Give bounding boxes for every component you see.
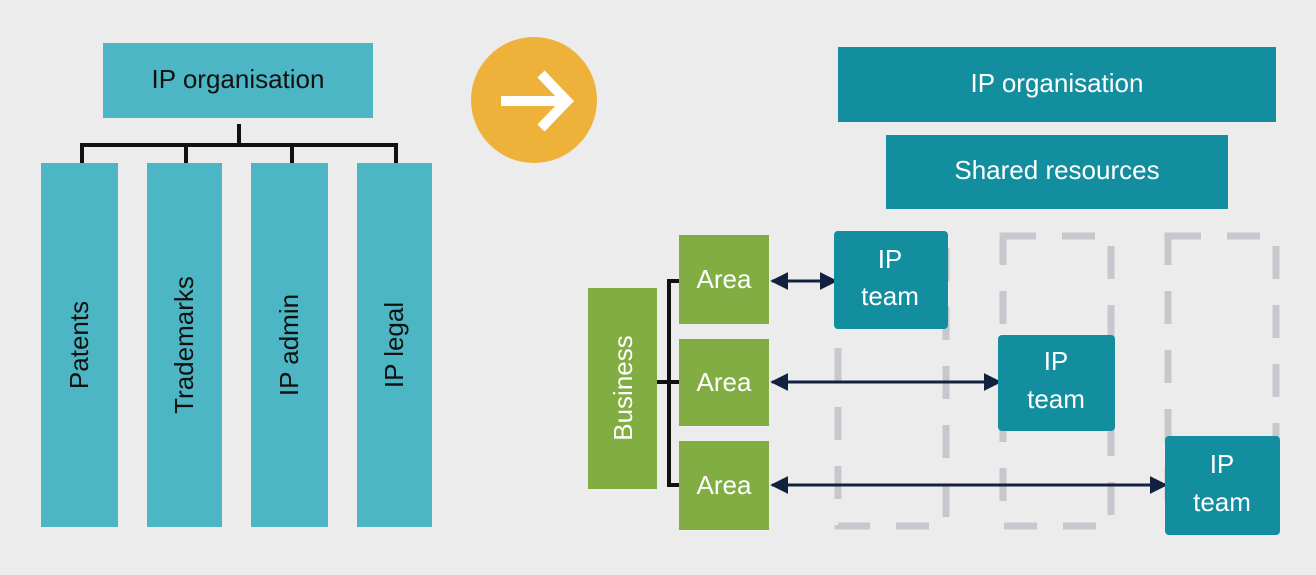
- ip-team-box-2: [998, 335, 1115, 431]
- ip-team-box-3: [1165, 436, 1280, 535]
- ip-team-1-line1: IP: [878, 244, 903, 274]
- arrow-right-icon: [471, 37, 597, 163]
- area-box-2: [679, 339, 769, 426]
- ip-team-1-line2: team: [861, 281, 919, 311]
- ip-team-3-line2: team: [1193, 487, 1251, 517]
- dept-label-trademarks: Trademarks: [169, 276, 199, 414]
- left-org-chart: IP organisation Patents Trademarks IP ad…: [41, 43, 432, 527]
- dept-label-ip-admin: IP admin: [274, 294, 304, 396]
- shared-resources-label: Shared resources: [954, 155, 1159, 185]
- business-box: [588, 288, 657, 489]
- right-ip-organisation-box: [838, 47, 1276, 122]
- ip-team-2-line2: team: [1027, 384, 1085, 414]
- area-box-3: [679, 441, 769, 530]
- right-org-chart: IP organisation Shared resources Busines…: [588, 47, 1280, 535]
- dept-label-ip-legal: IP legal: [379, 302, 409, 388]
- business-connectors: [657, 279, 679, 487]
- left-ip-organisation-label: IP organisation: [152, 64, 325, 94]
- dept-box-ip-admin: [251, 163, 328, 527]
- ip-team-3-line1: IP: [1210, 449, 1235, 479]
- left-ip-organisation-box: [103, 43, 373, 118]
- area-label-3: Area: [697, 470, 752, 500]
- ip-team-box-1: [834, 231, 948, 329]
- area-box-1: [679, 235, 769, 324]
- right-ip-organisation-label: IP organisation: [971, 68, 1144, 98]
- shared-resources-box: [886, 135, 1228, 209]
- area-label-1: Area: [697, 264, 752, 294]
- dept-box-patents: [41, 163, 118, 527]
- ip-team-2-line1: IP: [1044, 346, 1069, 376]
- area-label-2: Area: [697, 367, 752, 397]
- dept-label-patents: Patents: [64, 301, 94, 389]
- dashed-column-3: [1164, 232, 1280, 530]
- dept-box-trademarks: [147, 163, 222, 527]
- business-label: Business: [608, 335, 638, 441]
- dept-box-ip-legal: [357, 163, 432, 527]
- left-connectors: [80, 124, 398, 163]
